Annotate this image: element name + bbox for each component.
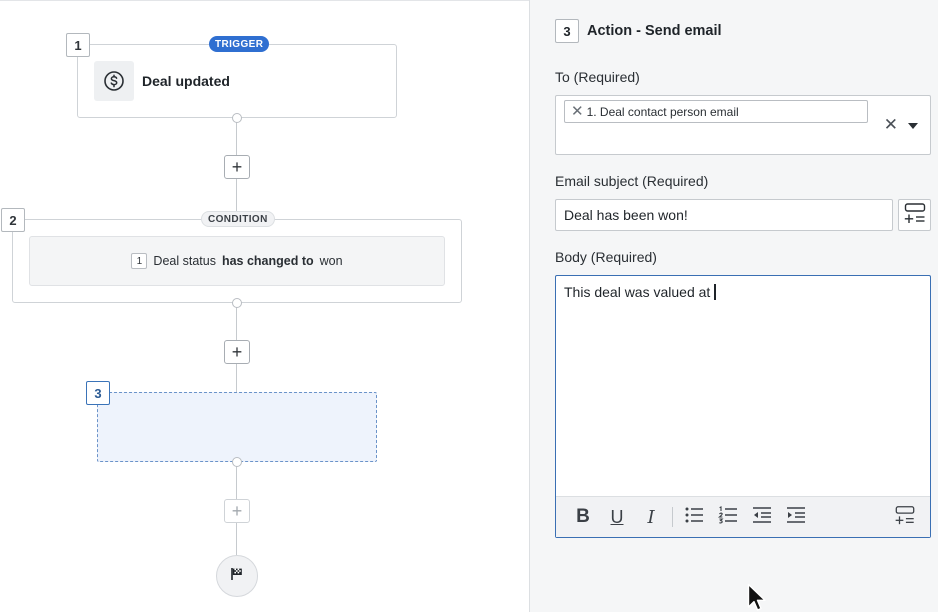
mouse-pointer-icon <box>747 583 769 612</box>
add-step-button[interactable]: + <box>224 155 250 179</box>
to-label: To (Required) <box>555 69 640 85</box>
panel-header: 3 Action - Send email <box>555 19 722 43</box>
connector-dot <box>232 298 242 308</box>
editor-toolbar: B U I <box>556 496 930 537</box>
step-number-condition: 2 <box>1 208 25 232</box>
indent-button[interactable] <box>779 502 813 532</box>
panel-step-number: 3 <box>555 19 579 43</box>
to-field[interactable]: ✕ 1. Deal contact person email ✕ <box>555 95 931 155</box>
add-step-button[interactable]: + <box>224 340 250 364</box>
connector-dot <box>232 457 242 467</box>
body-text: This deal was valued at <box>564 284 711 300</box>
step-number-action: 3 <box>86 381 110 405</box>
clear-icon[interactable]: ✕ <box>883 115 898 134</box>
italic-button[interactable]: I <box>634 502 668 532</box>
bold-button[interactable]: B <box>566 502 600 532</box>
italic-icon: I <box>647 506 655 528</box>
insert-field-button[interactable] <box>898 199 931 231</box>
end-node <box>216 555 258 597</box>
insert-field-icon <box>903 201 927 230</box>
action-placeholder-card[interactable] <box>97 392 377 462</box>
underline-button[interactable]: U <box>600 502 634 532</box>
subject-input[interactable]: Deal has been won! <box>555 199 893 231</box>
trigger-badge: TRIGGER <box>209 36 270 52</box>
underline-icon: U <box>610 506 624 527</box>
bullet-list-button[interactable] <box>677 502 711 532</box>
dollar-circle-icon <box>94 61 134 101</box>
chevron-down-icon[interactable] <box>908 123 918 129</box>
recipient-chip: ✕ 1. Deal contact person email <box>564 100 868 123</box>
indent-icon <box>786 506 806 529</box>
condition-operator: has changed to <box>221 254 314 268</box>
body-text-line[interactable]: This deal was valued at <box>564 284 716 300</box>
outdent-button[interactable] <box>745 502 779 532</box>
body-insert-field-button[interactable] <box>888 502 922 532</box>
condition-field: Deal status <box>153 254 216 268</box>
insert-field-icon <box>894 504 916 531</box>
remove-chip-icon[interactable]: ✕ <box>571 103 584 120</box>
condition-badge: CONDITION <box>201 211 275 227</box>
body-label: Body (Required) <box>555 249 657 265</box>
action-settings-panel: 3 Action - Send email To (Required) ✕ 1.… <box>529 0 938 612</box>
numbered-list-button[interactable] <box>711 502 745 532</box>
add-step-button-disabled[interactable]: + <box>224 499 250 523</box>
condition-value: won <box>319 254 343 268</box>
recipient-chip-label: 1. Deal contact person email <box>586 104 739 119</box>
flag-icon <box>229 566 245 587</box>
connector-dot <box>232 113 242 123</box>
body-editor[interactable]: This deal was valued at B U I <box>555 275 931 538</box>
trigger-label: Deal updated <box>142 73 230 89</box>
workflow-canvas: 1 TRIGGER Deal updated + 2 CONDITION 1 D… <box>0 0 529 597</box>
condition-rule[interactable]: 1 Deal status has changed to won <box>29 236 445 286</box>
step-number-trigger: 1 <box>66 33 90 57</box>
numbered-list-icon <box>717 505 738 529</box>
panel-title: Action - Send email <box>587 23 722 39</box>
outdent-icon <box>752 506 772 529</box>
text-cursor <box>714 284 716 300</box>
subject-label: Email subject (Required) <box>555 173 709 189</box>
bold-icon: B <box>576 506 590 527</box>
bullet-list-icon <box>684 506 704 529</box>
toolbar-divider <box>672 507 673 527</box>
condition-rule-index: 1 <box>131 253 148 269</box>
